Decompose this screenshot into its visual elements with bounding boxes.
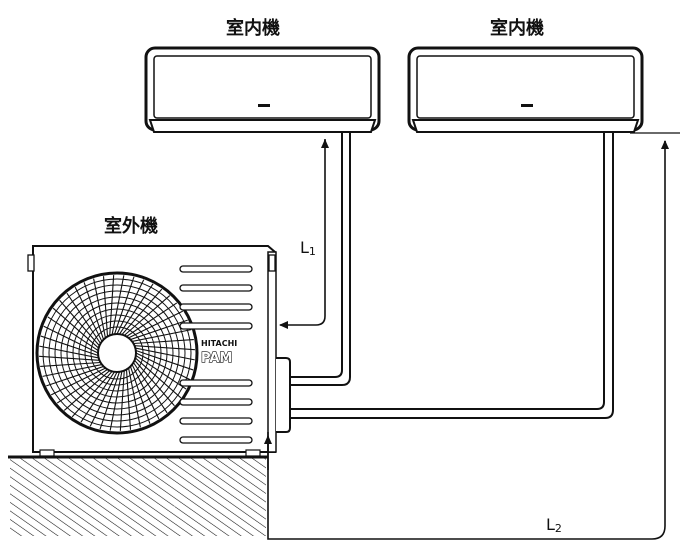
- pipe-indoor-2: [290, 133, 614, 419]
- l2-label-main: L: [546, 515, 555, 534]
- brand-line-2: PAM: [201, 351, 232, 366]
- ground: [8, 455, 268, 536]
- indoor-unit-1: [144, 46, 381, 133]
- brand-line-1: HITACHI: [201, 339, 237, 348]
- indoor-unit-2: [407, 46, 644, 133]
- indoor-unit-2-label: 室内機: [490, 18, 544, 39]
- l1-label-main: L: [300, 238, 309, 257]
- pipe-indoor-1: [290, 133, 351, 386]
- louvers: [179, 265, 253, 444]
- l2-label-sub: 2: [554, 522, 562, 535]
- l2-dimension-arrow: [264, 132, 680, 540]
- l1-label: L1: [300, 238, 316, 258]
- outdoor-unit-label: 室外機: [104, 216, 158, 237]
- outdoor-unit: HITACHI PAM: [27, 245, 291, 457]
- l1-dimension-arrow: [279, 139, 329, 329]
- l2-label: L2: [546, 515, 562, 535]
- l1-label-sub: 1: [308, 245, 316, 258]
- indoor-unit-1-label: 室内機: [226, 18, 280, 39]
- fan-grille: [35, 271, 199, 435]
